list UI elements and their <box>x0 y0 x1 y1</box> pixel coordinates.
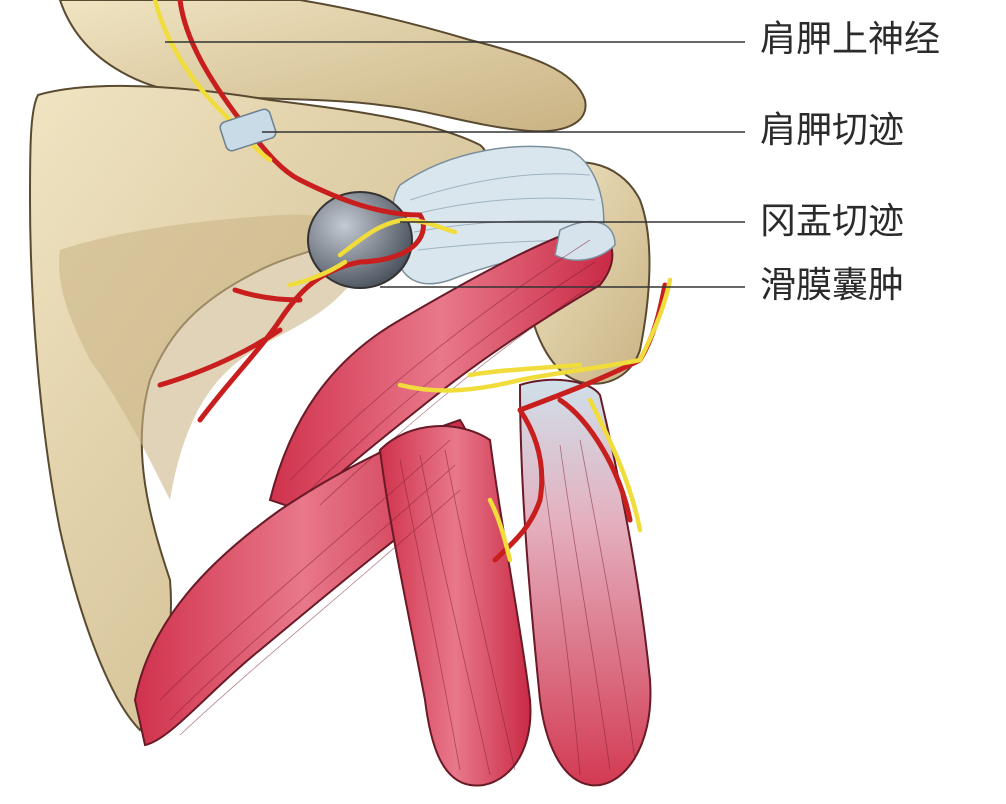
label-ganglion-cyst: 滑膜囊肿 <box>760 265 905 306</box>
leader-lines <box>165 41 745 288</box>
triceps-muscle <box>518 378 652 787</box>
suprascapular-ligament <box>219 108 277 152</box>
suprascapular-artery <box>157 0 668 563</box>
label-suprascapular-notch: 肩胛切迹 <box>760 110 905 151</box>
teres-major-muscle <box>378 425 532 787</box>
suprascapular-nerve-path <box>152 0 673 563</box>
label-suprascapular-nerve: 肩胛上神经 <box>760 19 941 60</box>
label-spinoglenoid-notch: 冈盂切迹 <box>760 201 905 242</box>
muscle-fibers <box>159 239 636 776</box>
